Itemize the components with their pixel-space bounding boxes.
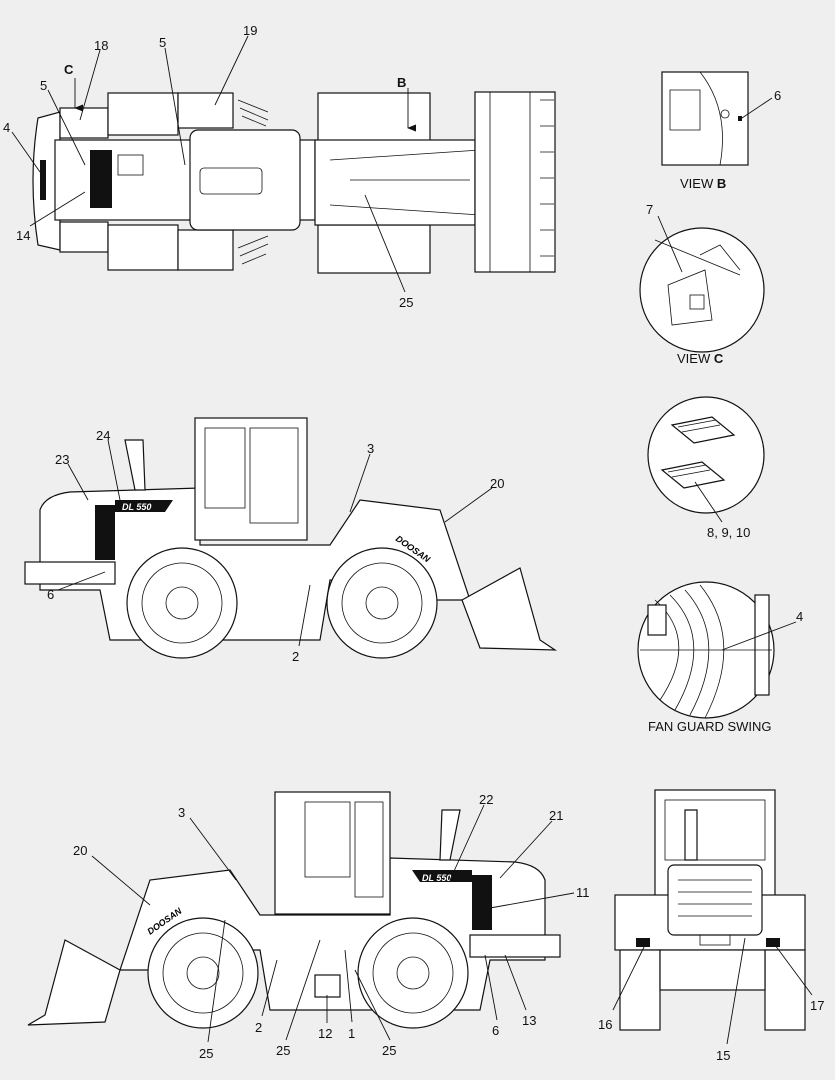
callout: 20 (73, 843, 87, 858)
callout: 22 (479, 792, 493, 807)
right-side-view: DL 550 DOOSAN (24, 417, 558, 659)
callout: 4 (3, 120, 10, 135)
callout: 4 (796, 609, 803, 624)
view-c-caption: VIEW C (677, 351, 724, 366)
callout: 19 (243, 23, 257, 38)
callout: 25 (399, 295, 413, 310)
callout: 7 (646, 202, 653, 217)
fan-guard-detail (637, 581, 775, 719)
callout: 23 (55, 452, 69, 467)
callout: 3 (178, 805, 185, 820)
callout: 25 (276, 1043, 290, 1058)
top-view (32, 91, 556, 274)
callout: 24 (96, 428, 110, 443)
view-b-caption: VIEW B (680, 176, 726, 191)
callout: 5 (40, 78, 47, 93)
fan-guard-caption: FAN GUARD SWING (648, 719, 772, 734)
callout: 11 (576, 885, 590, 900)
callout: 21 (549, 808, 563, 823)
callout: 17 (810, 998, 824, 1013)
callout: 6 (47, 587, 54, 602)
callout: 5 (159, 35, 166, 50)
callout: 25 (199, 1046, 213, 1061)
callout: 13 (522, 1013, 536, 1028)
callout: 6 (774, 88, 781, 103)
view-b-detail (661, 71, 749, 166)
rear-view (614, 789, 806, 1031)
callout: 8, 9, 10 (707, 525, 750, 540)
callout: 18 (94, 38, 108, 53)
model-decal: DL 550 (422, 873, 451, 883)
callout: 3 (367, 441, 374, 456)
model-decal: DL 550 (122, 502, 151, 512)
view-c-arrow-label: C (64, 62, 74, 77)
steps-detail (647, 396, 765, 514)
callout: 2 (292, 649, 299, 664)
view-c-detail (639, 227, 765, 353)
callout: 6 (492, 1023, 499, 1038)
callout: 20 (490, 476, 504, 491)
callout: 12 (318, 1026, 332, 1041)
callout: 14 (16, 228, 30, 243)
callout: 25 (382, 1043, 396, 1058)
callout: 2 (255, 1020, 262, 1035)
callout: 1 (348, 1026, 355, 1041)
callout: 15 (716, 1048, 730, 1063)
callout: 16 (598, 1017, 612, 1032)
view-b-arrow-label: B (397, 75, 406, 90)
left-side-view: DL 550 DOOSAN (27, 791, 561, 1029)
